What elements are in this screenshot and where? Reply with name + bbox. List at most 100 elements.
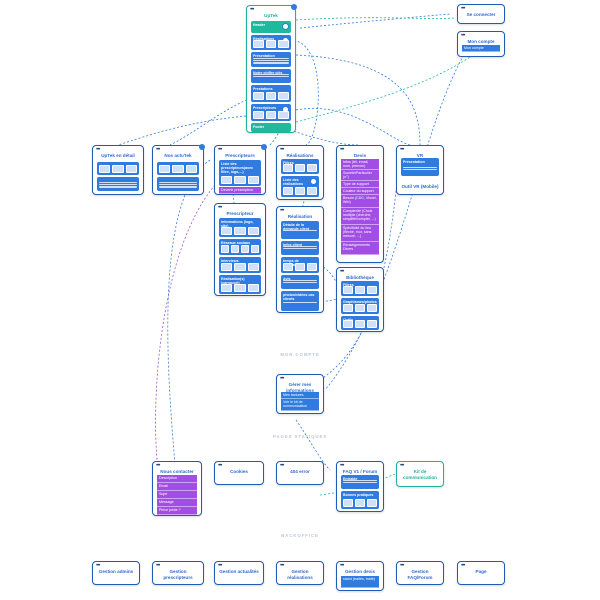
actus-block — [157, 177, 199, 191]
devis-field[interactable]: Renseignements Divers — [341, 242, 379, 255]
bibliotheque-graphismes-block[interactable]: Graphismes/photos — [341, 298, 379, 314]
gerer-infos-card[interactable]: ••• Gérer mes informations Mes factures … — [276, 374, 324, 414]
devis-card[interactable]: ••• Devis Infos (tél, email, nom, prénom… — [336, 145, 384, 263]
actus-block — [157, 162, 199, 175]
nous-contacter-title: Nous contacter — [160, 469, 194, 474]
window-dots-icon: ••• — [156, 463, 160, 469]
contact-field[interactable]: Description — [157, 475, 197, 483]
contact-field[interactable]: Sujet — [157, 491, 197, 499]
realisation-avis-block[interactable]: Avis — [281, 275, 319, 289]
window-dots-icon: ••• — [96, 563, 100, 569]
window-dots-icon: ••• — [250, 7, 254, 13]
window-dots-icon: ••• — [280, 376, 284, 382]
gestion-prescripteurs-title: Gestion prescripteurs — [163, 569, 193, 580]
mes-factures-row[interactable]: Mes factures — [281, 392, 319, 400]
devenir-prescripteur-button[interactable]: Devenir prescripteur — [219, 187, 261, 195]
uptek-home-card[interactable]: ••• UpTek Header Réalisations Présentati… — [246, 4, 297, 133]
window-dots-icon: ••• — [156, 147, 160, 153]
window-dots-icon: ••• — [461, 6, 465, 12]
detail-block — [97, 177, 139, 191]
uptek-footer-block[interactable]: Footer — [251, 123, 291, 132]
bibliotheque-title: Bibliothèque — [346, 275, 374, 280]
realisation-temps-block[interactable]: temps de réalisation — [281, 257, 319, 273]
uptek-chiffres-block[interactable]: Notre chiffre clés — [251, 69, 291, 83]
vr-outil-label[interactable]: Outil VR (Mobile) — [401, 184, 439, 189]
mon-compte-button[interactable]: Mon compte — [462, 45, 500, 53]
uptek-realisations-block[interactable]: Réalisations — [251, 35, 291, 50]
vr-presentation-block[interactable]: Présentation — [401, 158, 439, 176]
realisations-liste-block[interactable]: Liste des réalisations — [281, 176, 319, 197]
contact-field[interactable]: Message — [157, 499, 197, 507]
uptek-prestations-block[interactable]: Prestations — [251, 85, 291, 102]
realisation-title: Réalisation — [287, 214, 313, 219]
faq-entraide-block[interactable]: Entraide — [341, 475, 379, 489]
prescripteur-interviews-block[interactable]: Interviews — [219, 257, 261, 273]
window-dots-icon: ••• — [340, 269, 344, 275]
cookies-card[interactable]: ••• Cookies — [214, 461, 264, 485]
gestion-realisations-card[interactable]: ••• Gestion réalisations — [276, 561, 324, 585]
gestion-faq-card[interactable]: ••• Gestion FAQ/Forum — [396, 561, 444, 585]
kit-communication-row[interactable]: Voir le kit de communication — [281, 399, 319, 411]
plus-icon — [282, 22, 289, 30]
prescripteur-info-block[interactable]: Informations (logo, site) — [219, 218, 261, 237]
realisation-card[interactable]: ••• Réalisation Détails de la demande cl… — [276, 206, 324, 313]
prescripteur-card[interactable]: ••• Prescripteur Informations (logo, sit… — [214, 203, 266, 296]
uptek-presentation-block[interactable]: Présentation — [251, 52, 291, 67]
uptek-title: UpTek — [264, 13, 278, 18]
anchor-dot — [199, 144, 205, 150]
prescripteur-realisations-block[interactable]: Réalisation(s) (carrousel) — [219, 275, 261, 294]
window-dots-icon: ••• — [340, 147, 344, 153]
gestion-faq-title: Gestion FAQ/Forum — [407, 569, 433, 580]
bibliotheque-card[interactable]: ••• Bibliothèque Filtres Graphismes/phot… — [336, 267, 384, 332]
devis-field[interactable]: Type de support — [341, 181, 379, 188]
uptek-detail-card[interactable]: ••• UpTek en détail — [92, 145, 144, 195]
prescripteurs-list-block[interactable]: Liste des prescripteurs(avec filtre, log… — [219, 160, 261, 186]
contact-field[interactable]: Email — [157, 483, 197, 491]
realisation-infos-block[interactable]: Infos client — [281, 241, 319, 255]
page-title: Page — [475, 569, 487, 574]
se-connecter-title: Se connecter — [466, 12, 496, 17]
faq-forum-card[interactable]: ••• FAQ V1 / Forum V2 Entraide Bonnes pr… — [336, 461, 384, 512]
window-dots-icon: ••• — [340, 563, 344, 569]
realisations-filtres-block[interactable]: Filtres — [281, 159, 319, 174]
devis-field[interactable]: Société/Particulier (n°) — [341, 170, 379, 181]
realisation-photos-block[interactable]: photos/vidéos cas clients — [281, 291, 319, 311]
gestion-actualites-card[interactable]: ••• Gestion actualités — [214, 561, 264, 585]
contact-field[interactable]: Pièce jointe ? — [157, 507, 197, 515]
detail-block — [97, 162, 139, 175]
realisations-card[interactable]: ••• Réalisations Filtres Liste des réali… — [276, 145, 324, 200]
gestion-admins-card[interactable]: ••• Gestion admins — [92, 561, 140, 585]
kit-communication-card[interactable]: ••• Kit de communication — [396, 461, 444, 487]
devis-field[interactable]: Couleur du support — [341, 188, 379, 195]
se-connecter-card[interactable]: ••• Se connecter — [457, 4, 505, 24]
uptek-header-block[interactable]: Header — [251, 21, 291, 33]
anchor-dot — [291, 4, 297, 10]
gerer-infos-title: Gérer mes informations — [286, 382, 314, 393]
prescripteur-title: Prescripteur — [226, 211, 254, 216]
vr-title: VR — [416, 153, 424, 158]
devis-field[interactable]: Spécificité du lieu (fléché, mur, sans m… — [341, 225, 379, 242]
prescripteur-reseaux-block[interactable]: Réseaux sociaux — [219, 239, 261, 255]
bibliotheque-filtres-block[interactable]: Filtres — [341, 281, 379, 296]
bibliotheque-outils-block[interactable]: Outils — [341, 316, 379, 330]
page-card[interactable]: ••• Page — [457, 561, 505, 585]
gestion-devis-statut-row[interactable]: statut (traités, traité) — [341, 576, 379, 588]
faq-bonnes-pratiques-block[interactable]: Bonnes pratiques — [341, 491, 379, 509]
gestion-prescripteurs-card[interactable]: ••• Gestion prescripteurs — [152, 561, 204, 585]
uptek-prescripteurs-block[interactable]: Prescripteurs — [251, 104, 291, 121]
error-404-card[interactable]: ••• 404 error — [276, 461, 324, 485]
gestion-devis-title: Gestion devis — [344, 569, 376, 574]
devis-field[interactable]: Infos (tél, email, nom, prénom) — [341, 159, 379, 170]
devis-field[interactable]: Besoin (CDC, Visuel, Wrb) — [341, 195, 379, 208]
vr-card[interactable]: ••• VR Présentation Outil VR (Mobile) — [396, 145, 444, 195]
prescripteurs-card[interactable]: ••• Prescripteurs Liste des prescripteur… — [214, 144, 267, 195]
window-dots-icon: ••• — [218, 205, 222, 211]
section-mon-compte: MON COMPTE — [280, 352, 320, 357]
realisation-demande-block[interactable]: Détails de la demande client — [281, 221, 319, 239]
window-dots-icon: ••• — [461, 33, 465, 39]
gestion-devis-card[interactable]: ••• Gestion devis statut (traités, trait… — [336, 561, 384, 591]
nos-actus-card[interactable]: ••• Nos actu'tek — [152, 144, 205, 195]
nous-contacter-card[interactable]: ••• Nous contacter Description Email Suj… — [152, 461, 202, 516]
mon-compte-card[interactable]: ••• Mon compte Mon compte — [457, 31, 505, 57]
devis-field[interactable]: Complexité (Choix multiple (cherche, sim… — [341, 208, 379, 225]
